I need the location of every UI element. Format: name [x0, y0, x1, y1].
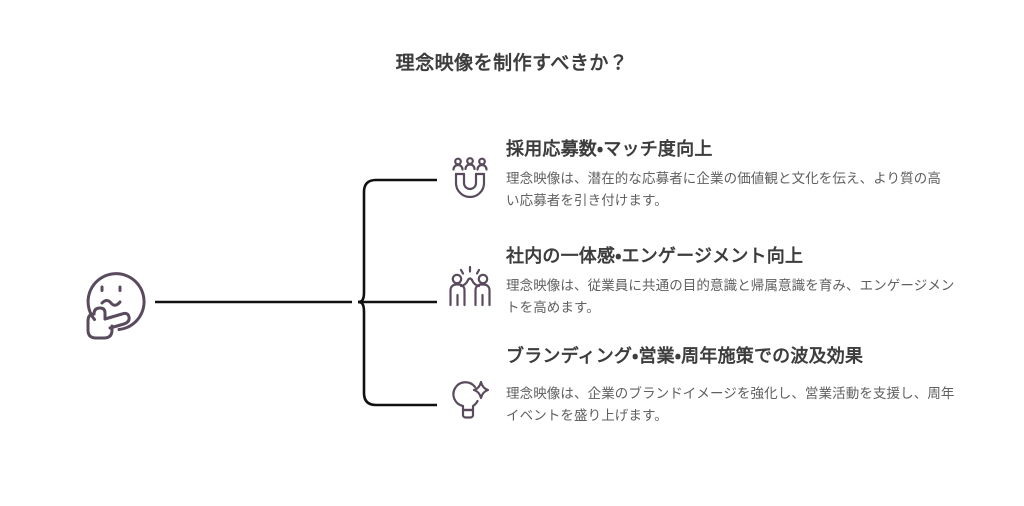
branch-description-1: 理念映像は、潜在的な応募者に企業の価値観と文化を伝え、より質の高い応募者を引き付… — [506, 171, 941, 208]
branch-description-2: 理念映像は、従業員に共通の目的意識と帰属意識を育み、エンゲージメントを高めます。 — [506, 278, 955, 315]
branch-item-2[interactable]: 社内の一体感・エンゲージメント向上 理念映像は、従業員に共通の目的意識と帰属意識… — [448, 243, 968, 319]
root-node-thinking-face[interactable] — [74, 262, 152, 340]
branch-text-3: ブランディング・営業・周年施策での波及効果 理念映像は、企業のブランドイメージを… — [506, 343, 968, 427]
team-celebration-icon — [448, 265, 492, 309]
thinking-face-icon — [86, 272, 146, 340]
branch-item-3[interactable]: ブランディング・営業・周年施策での波及効果 理念映像は、企業のブランドイメージを… — [448, 343, 968, 427]
branch-heading-1: 採用応募数・マッチ度向上 — [506, 139, 713, 159]
connector-branch-3 — [357, 300, 437, 407]
lightbulb-sparkle-icon — [448, 376, 492, 420]
branch-text-2: 社内の一体感・エンゲージメント向上 理念映像は、従業員に共通の目的意識と帰属意識… — [506, 243, 968, 319]
branch-heading-3: ブランディング・営業・周年施策での波及効果 — [506, 346, 864, 366]
branch-text-1: 採用応募数・マッチ度向上 理念映像は、潜在的な応募者に企業の価値観と文化を伝え、… — [506, 136, 948, 212]
connector-branch-1 — [357, 178, 437, 304]
branch-heading-2: 社内の一体感・エンゲージメント向上 — [506, 246, 804, 266]
branch-item-1[interactable]: 採用応募数・マッチ度向上 理念映像は、潜在的な応募者に企業の価値観と文化を伝え、… — [448, 136, 948, 212]
page-title: 理念映像を制作すべきか？ — [395, 53, 629, 74]
branch-description-3: 理念映像は、企業のブランドイメージを強化し、営業活動を支援し、周年イベントを盛り… — [506, 386, 955, 423]
talent-magnet-icon — [448, 154, 492, 199]
